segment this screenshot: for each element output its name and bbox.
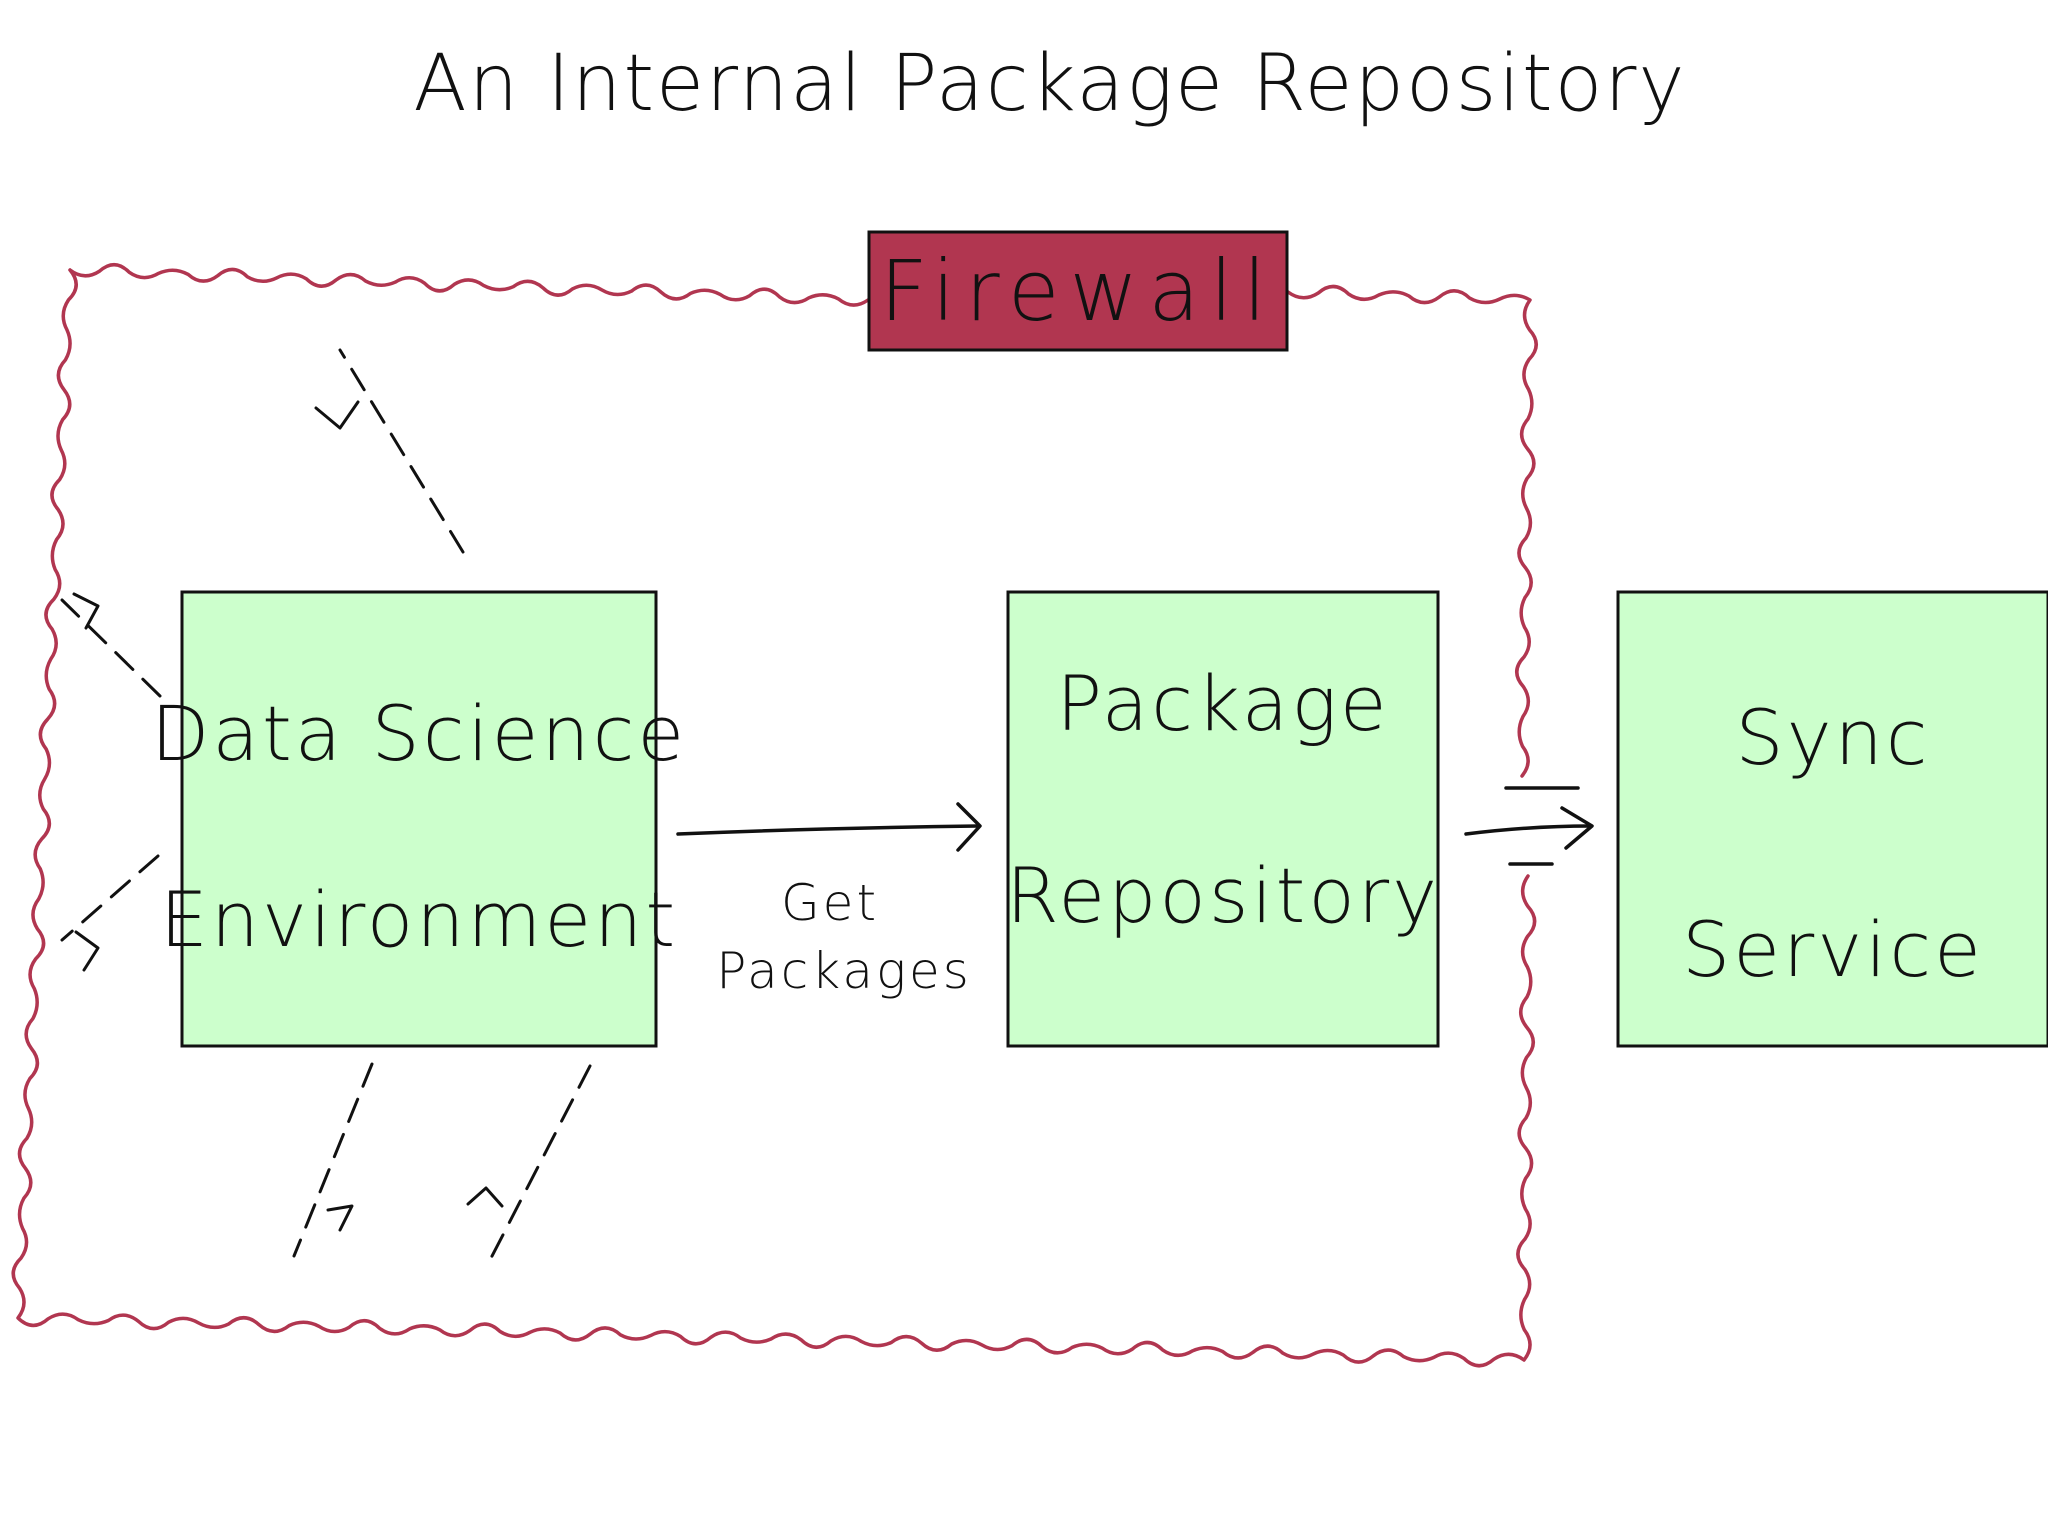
blocked-arrowhead-bottom-b xyxy=(466,1186,504,1208)
firewall-rect xyxy=(867,230,1289,352)
edge-arrowhead xyxy=(1560,806,1594,850)
blocked-arrowhead-left-lower xyxy=(74,930,100,972)
blocked-connection-left-lower xyxy=(60,854,160,942)
node-package-repository: Package Repository xyxy=(1006,590,1440,1048)
node-rect xyxy=(1616,590,2048,1048)
blocked-arrowhead-top xyxy=(314,400,360,430)
node-label-line: Data Science xyxy=(151,689,687,778)
blocked-arrowhead-bottom-a xyxy=(326,1204,354,1232)
blocked-connection-bottom-b xyxy=(488,1064,592,1262)
firewall-label-box: Firewall xyxy=(867,230,1289,352)
blocked-arrowhead-left-upper xyxy=(72,592,100,630)
node-label-line: Environment xyxy=(160,875,678,964)
node-label-line: Package xyxy=(1056,659,1389,748)
blocked-connection-top xyxy=(338,348,465,554)
firewall-boundary xyxy=(11,262,1538,1368)
edge-arrow-line xyxy=(1464,824,1592,836)
node-label-line: Repository xyxy=(1006,851,1440,940)
blocked-connection-bottom-a xyxy=(292,1062,374,1258)
node-rect xyxy=(1006,590,1440,1048)
node-label-line: Sync xyxy=(1735,693,1930,782)
edge-arrowhead xyxy=(956,802,982,852)
diagram-title: An Internal Package Repository xyxy=(413,39,1686,129)
node-rect xyxy=(180,590,658,1048)
edge-label-line: Get xyxy=(781,874,879,932)
blocked-connection-left-upper xyxy=(60,598,162,698)
node-label-line: Service xyxy=(1682,905,1984,994)
edge-get-packages: Get Packages xyxy=(676,802,982,1000)
edge-sync xyxy=(1464,786,1594,866)
blocked-connections xyxy=(60,348,592,1262)
firewall-label: Firewall xyxy=(880,242,1277,340)
edge-arrow-line xyxy=(676,824,980,836)
edge-label-line: Packages xyxy=(716,942,972,1000)
node-sync-service: Sync Service xyxy=(1616,590,2048,1048)
node-data-science-environment: Data Science Environment xyxy=(151,590,687,1048)
